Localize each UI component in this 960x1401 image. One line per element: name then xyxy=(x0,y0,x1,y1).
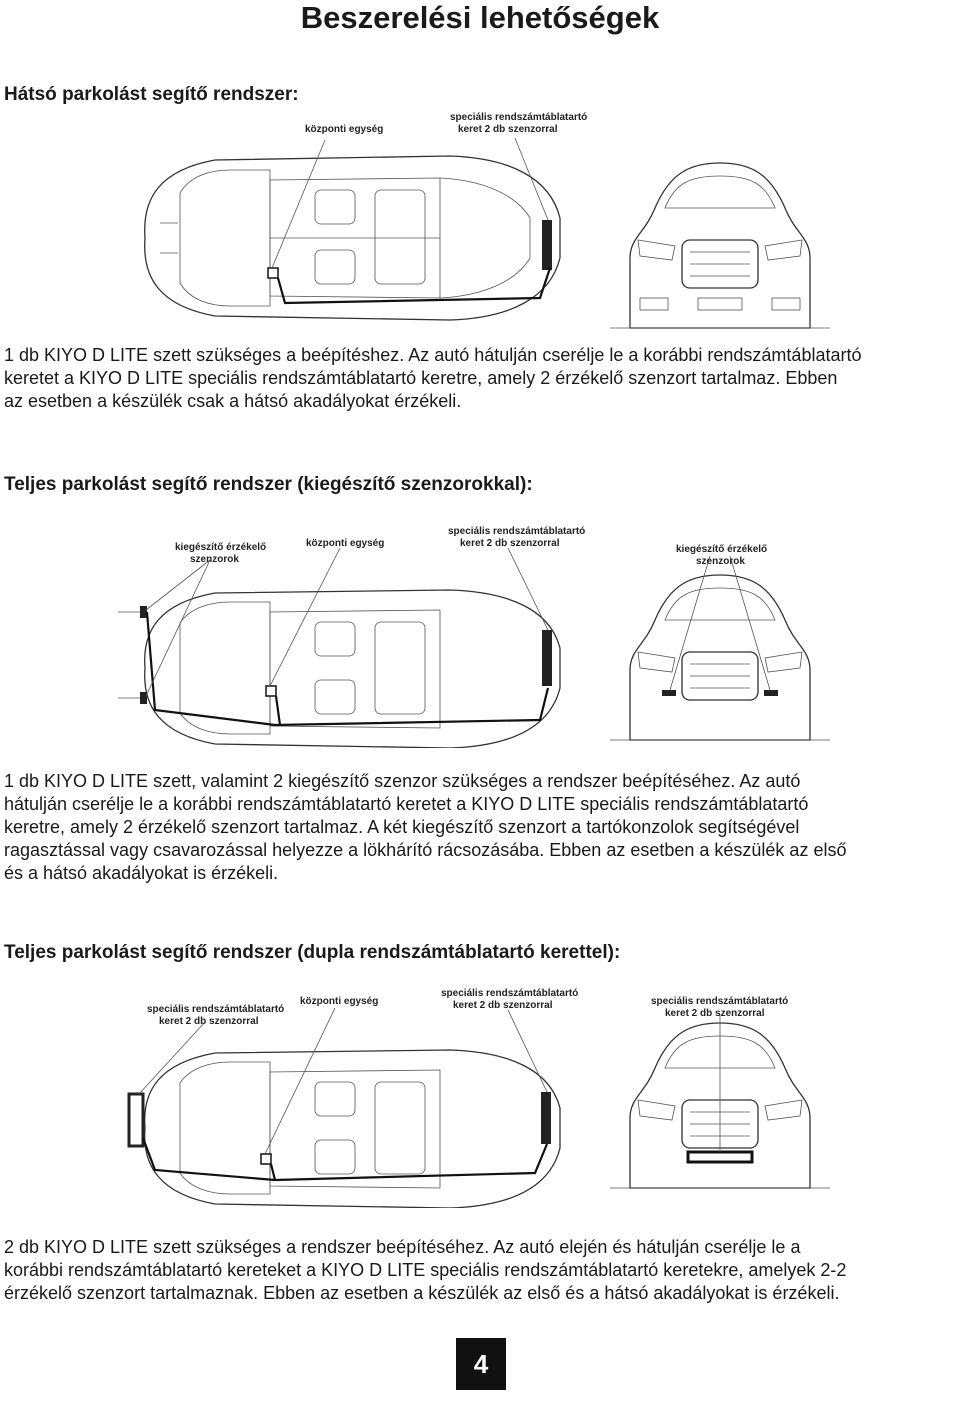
text-line: az esetben a készülék csak a hátsó akadá… xyxy=(4,391,462,411)
sensor-icon xyxy=(764,690,778,696)
page-number: 4 xyxy=(456,1338,506,1390)
plate-label-line2: keret 2 db szenzorral xyxy=(458,124,558,135)
center-unit-label: központi egység xyxy=(306,538,384,549)
sensor-icon xyxy=(140,606,147,618)
front-plate-sensor-icon xyxy=(686,1150,754,1164)
rear-plate-sensor-icon xyxy=(542,630,552,686)
front-extra-label-line2: szenzorok xyxy=(696,556,745,567)
center-unit-icon xyxy=(267,267,279,279)
right-plate-label-line2: keret 2 db szenzorral xyxy=(665,1008,765,1019)
plate-label-line2: keret 2 db szenzorral xyxy=(453,1000,553,1011)
center-unit-label: központi egység xyxy=(305,124,383,135)
front-plate-sensor-icon xyxy=(127,1092,145,1148)
sensor-icon xyxy=(140,692,147,704)
extra-sensor-label-line2: szenzorok xyxy=(190,554,239,565)
text-line: 1 db KIYO D LITE szett, valamint 2 kiegé… xyxy=(4,771,801,791)
front-plate-label-line1: speciális rendszámtáblatartó xyxy=(147,1004,284,1015)
text-line: korábbi rendszámtáblatartó kereteket a K… xyxy=(4,1260,847,1280)
text-line: ragasztással vagy csavarozással helyezze… xyxy=(4,840,847,860)
sensor-icon xyxy=(662,690,676,696)
text-line: 1 db KIYO D LITE szett szükséges a beépí… xyxy=(4,345,862,365)
text-line: érzékelő szenzort tartalmaznak. Ebben az… xyxy=(4,1283,840,1303)
plate-label-line2: keret 2 db szenzorral xyxy=(460,538,560,549)
car-top-view-icon xyxy=(144,589,561,748)
right-plate-label-line1: speciális rendszámtáblatartó xyxy=(651,996,788,1007)
plate-label-line1: speciális rendszámtáblatartó xyxy=(448,526,585,537)
plate-label-line1: speciális rendszámtáblatartó xyxy=(450,112,587,123)
rear-plate-sensor-icon xyxy=(541,1092,551,1144)
car-top-view-icon xyxy=(144,155,561,321)
text-line: és a hátsó akadályokat is érzékeli. xyxy=(4,863,279,883)
car-front-view-icon xyxy=(610,555,830,741)
car-top-view-icon xyxy=(144,1049,561,1208)
figure-full-system-extra: kiegészítő érzékelő szenzorok központi e… xyxy=(118,526,830,748)
text-line: hátulján cserélje le a korábbi rendszámt… xyxy=(4,794,809,814)
text-line: 2 db KIYO D LITE szett szükséges a rends… xyxy=(4,1237,801,1257)
center-unit-icon xyxy=(260,1153,272,1165)
section-3-heading: Teljes parkolást segítő rendszer (dupla … xyxy=(4,942,621,963)
section-2-heading: Teljes parkolást segítő rendszer (kiegés… xyxy=(4,474,533,495)
plate-label-line1: speciális rendszámtáblatartó xyxy=(441,988,578,999)
center-unit-label: központi egység xyxy=(300,996,378,1007)
text-line: keretet a KIYO D LITE speciális rendszám… xyxy=(4,368,838,388)
figure-full-system-double: speciális rendszámtáblatartó keret 2 db … xyxy=(127,988,830,1208)
car-front-view-icon xyxy=(610,1014,830,1189)
text-line: keretre, amely 2 érzékelő szenzort tarta… xyxy=(4,817,800,837)
center-unit-icon xyxy=(265,685,277,697)
extra-sensor-label-line1: kiegészítő érzékelő xyxy=(175,542,266,553)
front-extra-label-line1: kiegészítő érzékelő xyxy=(676,544,767,555)
page-title: Beszerelési lehetőségek xyxy=(300,0,660,35)
front-plate-label-line2: keret 2 db szenzorral xyxy=(159,1016,259,1027)
car-front-view-icon xyxy=(610,162,830,329)
figure-rear-system: központi egység speciális rendszámtáblat… xyxy=(144,112,830,329)
rear-plate-sensor-icon xyxy=(542,220,552,270)
section-1-heading: Hátsó parkolást segítő rendszer: xyxy=(4,84,299,105)
